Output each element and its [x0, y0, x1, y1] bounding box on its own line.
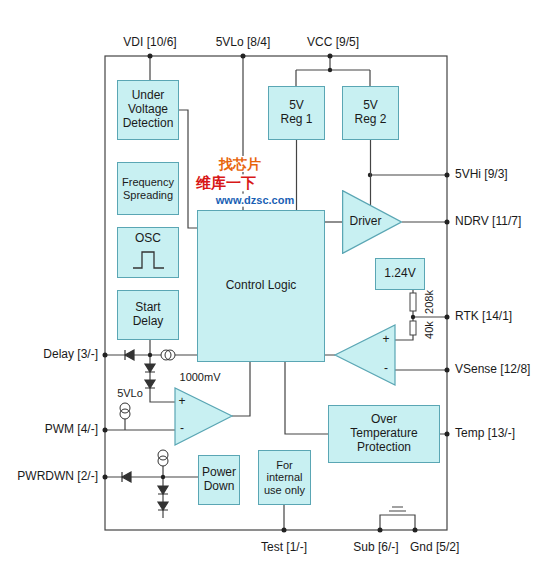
- input-sign: -: [180, 422, 184, 436]
- box-label: Control Logic: [226, 279, 297, 293]
- pin-dot: [445, 432, 450, 437]
- input-sign: -: [384, 362, 388, 376]
- pin-dot: [445, 220, 450, 225]
- box-label: 1.24V: [384, 267, 415, 281]
- box-label: For internal use only: [261, 459, 308, 497]
- opamp-symbol: [335, 325, 395, 385]
- resistor-value: 208k: [423, 290, 436, 314]
- input-sign: +: [382, 333, 389, 347]
- box-label: Start Delay: [120, 301, 176, 329]
- square-wave-icon: [133, 252, 164, 268]
- signal-wire: [325, 221, 342, 222]
- protection-box: Over Temperature Protection: [328, 405, 440, 463]
- pin-label: VCC [9/5]: [307, 36, 359, 50]
- pin-label: NDRV [11/7]: [455, 215, 521, 229]
- junction-dot: [328, 68, 332, 72]
- voltage-value: 1000mV: [180, 371, 221, 384]
- pin-dot: [378, 528, 383, 533]
- box-label: Driver: [350, 215, 382, 229]
- pin-label: Delay [3/-]: [43, 348, 98, 362]
- pin-label: PWM [4/-]: [45, 423, 98, 437]
- pin-dot: [103, 475, 108, 480]
- pin-label: Gnd [5/2]: [410, 541, 459, 555]
- current-source: [158, 450, 168, 460]
- comparator-symbol: [175, 388, 232, 445]
- pin-dots: [103, 54, 450, 533]
- pin-label: VSense [12/8]: [455, 363, 530, 377]
- watermark: 维库一下: [195, 174, 257, 191]
- junction-dot: [148, 353, 152, 357]
- box-label: Under Voltage Detection: [120, 89, 176, 130]
- signal-wire: [179, 110, 197, 228]
- regulator-box: 5V Reg 1: [268, 86, 325, 140]
- box-label: 5V Reg 1: [278, 99, 315, 127]
- function-box: Start Delay: [117, 290, 179, 340]
- pin-dot: [445, 315, 450, 320]
- function-box: Power Down: [198, 455, 240, 505]
- current-source: [165, 350, 175, 360]
- pin-dot: [241, 54, 246, 59]
- pin-label: 5VHi [9/3]: [455, 168, 508, 182]
- function-box: Frequency Spreading: [117, 162, 179, 215]
- pin-dot: [445, 173, 450, 178]
- reference-box: 1.24V: [375, 258, 425, 290]
- pin-dot: [445, 368, 450, 373]
- box-label: Power Down: [200, 466, 238, 494]
- wire: [105, 56, 447, 530]
- supply-label: 5VLo: [117, 387, 143, 400]
- pin-dot: [413, 528, 418, 533]
- junction-dot: [411, 315, 415, 319]
- pin-dot: [328, 54, 333, 59]
- signal-wire: [296, 140, 297, 210]
- box-label: OSC: [135, 232, 161, 246]
- pin-label: Test [1/-]: [261, 541, 307, 555]
- pin-label: 5VLo [8/4]: [216, 36, 271, 50]
- watermark: www.dzsc.com: [215, 194, 295, 207]
- control-box: Control Logic: [197, 210, 325, 362]
- function-box: For internal use only: [258, 450, 311, 505]
- current-source: [120, 409, 130, 419]
- box-label: Over Temperature Protection: [343, 413, 425, 454]
- current-source: [120, 403, 130, 413]
- diode-symbol: [122, 350, 168, 510]
- junction-dot: [161, 475, 165, 479]
- pin-dot: [103, 353, 108, 358]
- chip-outline: [105, 56, 447, 530]
- pin-dot: [282, 528, 287, 533]
- pin-dot: [148, 54, 153, 59]
- pin-label: Temp [13/-]: [455, 427, 515, 441]
- signal-wire: [285, 362, 328, 434]
- pin-label: PWRDWN [2/-]: [17, 470, 98, 484]
- oscillator-box: OSC: [117, 227, 179, 278]
- detector-box: Under Voltage Detection: [117, 80, 179, 140]
- signal-wire: [370, 140, 371, 205]
- pin-label: RTK [14/1]: [455, 310, 512, 324]
- driver-outline: [343, 191, 402, 254]
- input-sign: +: [178, 395, 185, 409]
- resistor-value: 40k: [423, 321, 436, 339]
- pin-label: Sub [6/-]: [353, 541, 398, 555]
- box-label: 5V Reg 2: [352, 99, 389, 127]
- pin-dot: [103, 428, 108, 433]
- watermark: 找芯片: [218, 156, 262, 172]
- current-source: [158, 456, 168, 466]
- driver-triangle: Driver: [342, 190, 402, 254]
- box-label: Frequency Spreading: [120, 176, 176, 201]
- pin-label: VDI [10/6]: [123, 36, 176, 50]
- resistor-symbol: [410, 321, 416, 335]
- resistor-symbol: [410, 293, 416, 311]
- regulator-box: 5V Reg 2: [342, 86, 399, 140]
